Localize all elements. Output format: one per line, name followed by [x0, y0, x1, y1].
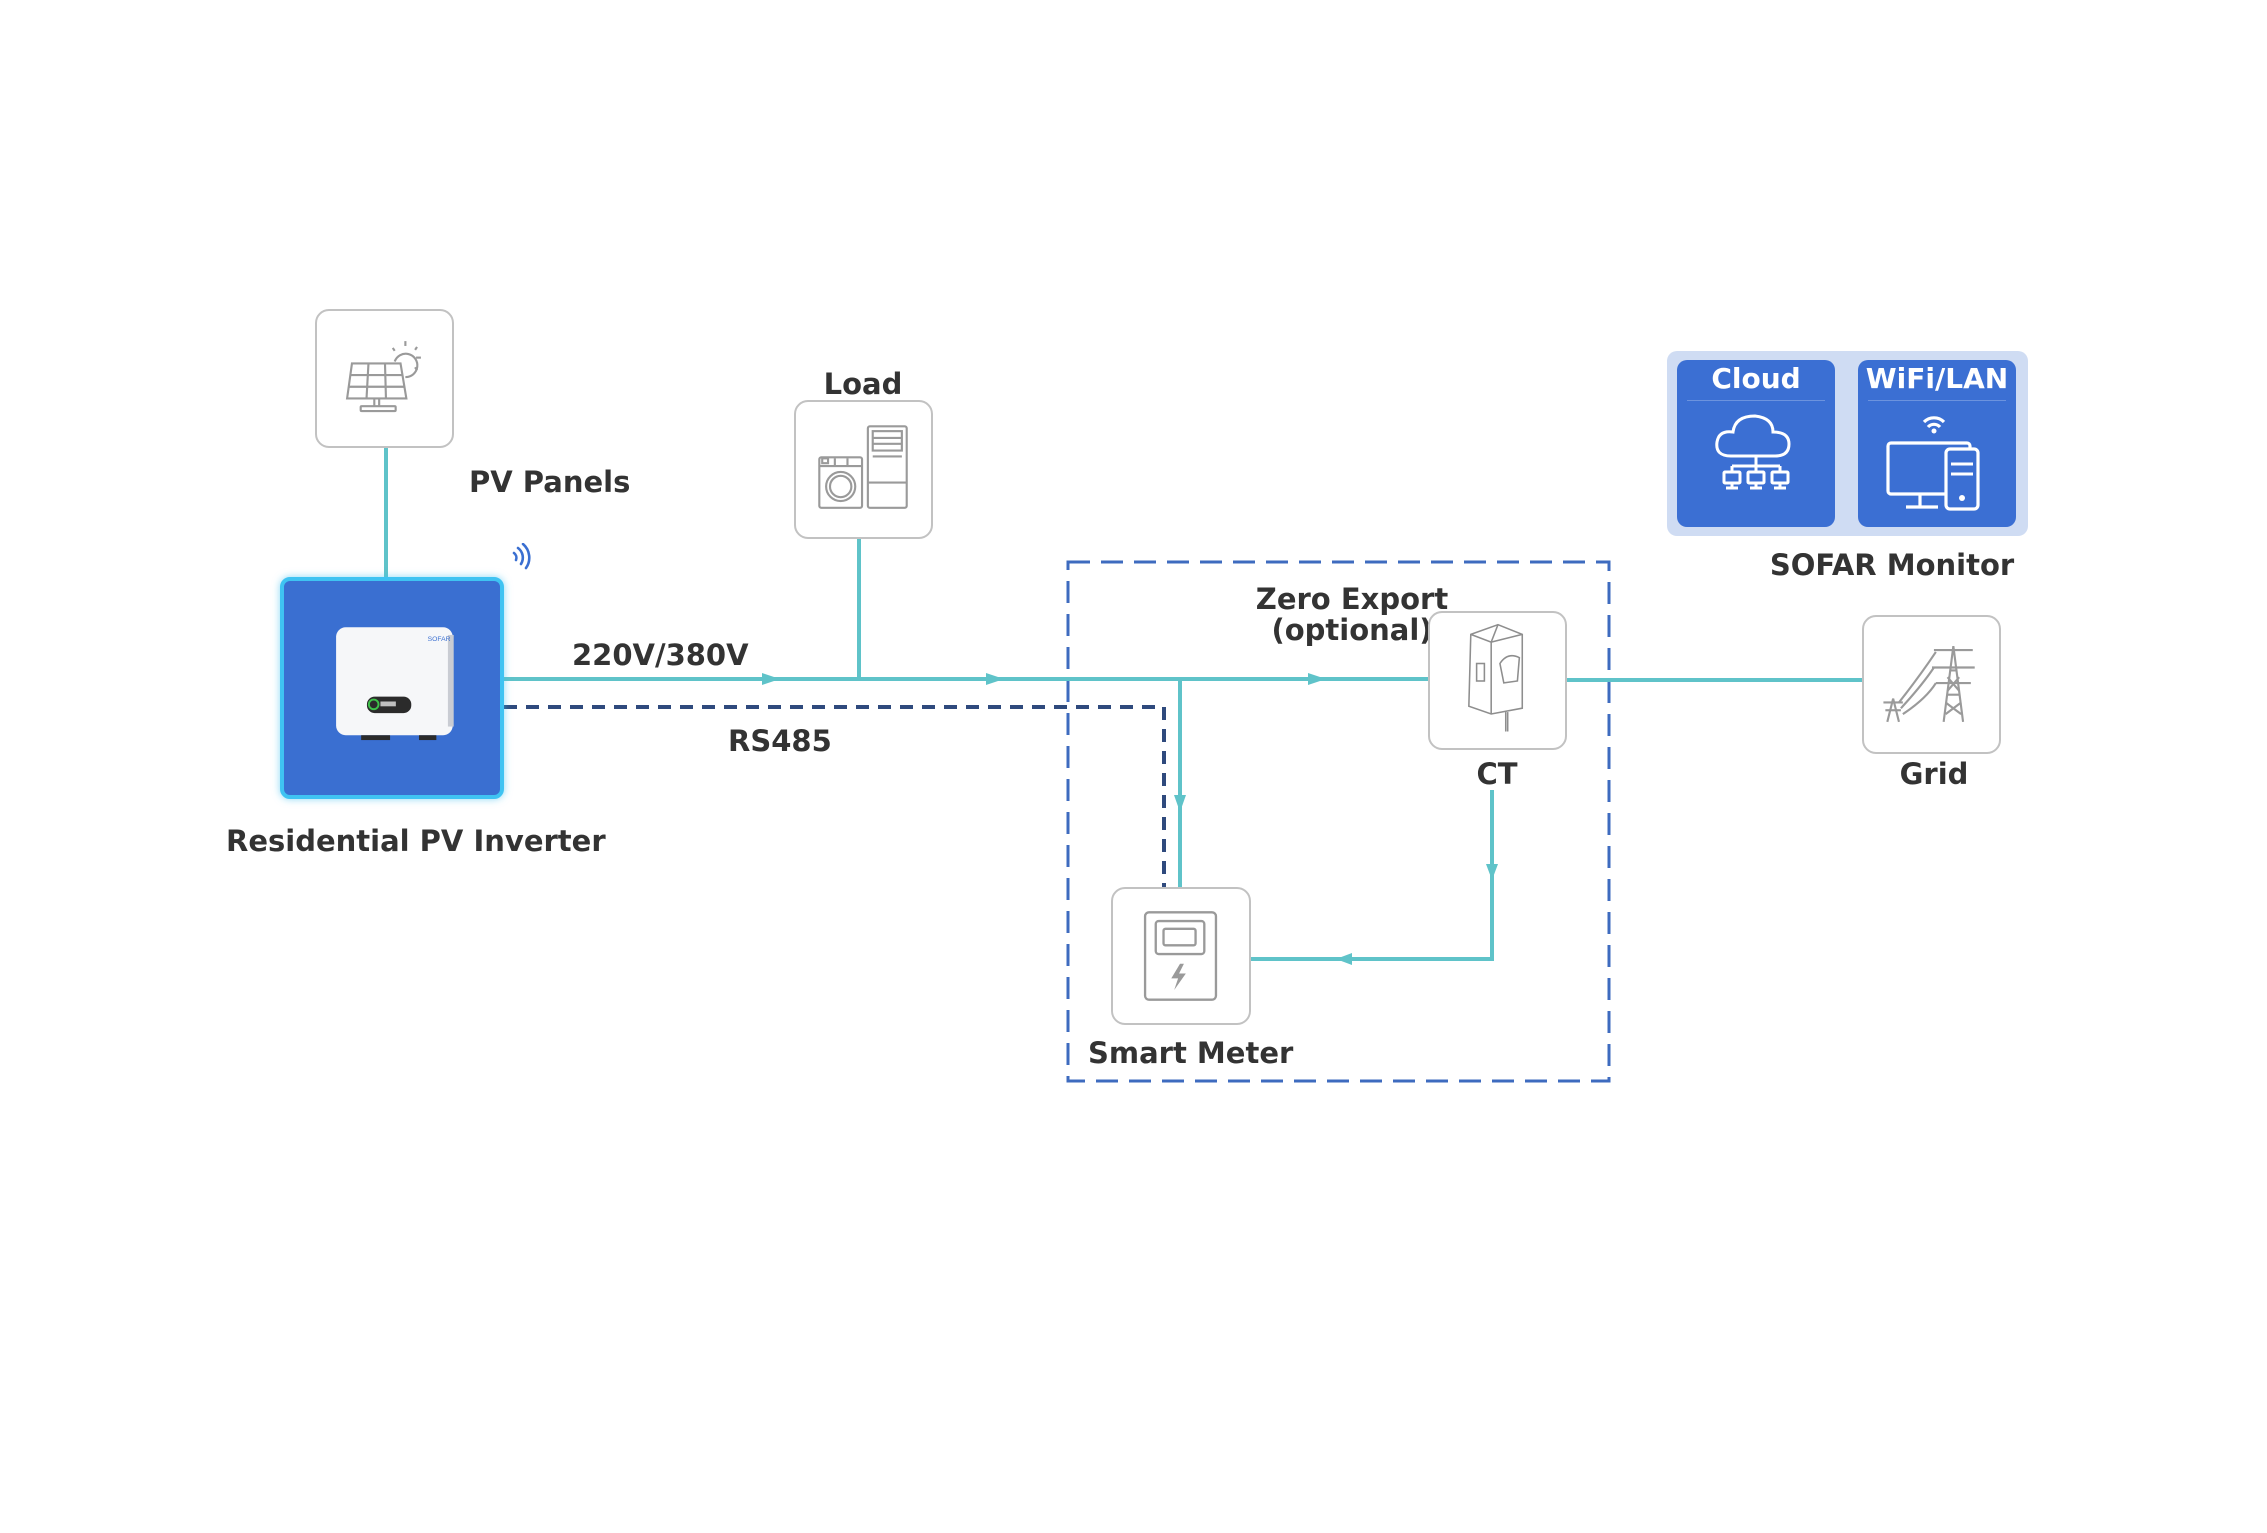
sofar-monitor-label: SOFAR Monitor: [1769, 548, 2015, 582]
inverter-brand: SOFAR: [428, 636, 451, 643]
grid-node[interactable]: [1862, 615, 2001, 754]
inverter-icon: SOFAR: [336, 627, 454, 741]
zero-export-subtitle: (optional): [1271, 612, 1433, 647]
appliances-icon: [818, 425, 908, 509]
wifi-signal-icon: [512, 543, 531, 570]
inverter-label: Residential PV Inverter: [226, 824, 606, 858]
wifi-lan-card-title: WiFi/LAN: [1865, 362, 2009, 395]
ct-arrow-down: [1486, 864, 1498, 880]
load-node[interactable]: [794, 400, 933, 539]
residential-pv-inverter-node[interactable]: SOFAR: [280, 577, 504, 799]
ct-arrow-left: [1336, 953, 1352, 965]
zero-export-label: Zero Export (optional): [1256, 582, 1448, 648]
grid-label: Grid: [1899, 757, 1969, 791]
ac-voltage-label: 220V/380V: [572, 638, 749, 672]
cloud-card[interactable]: Cloud: [1677, 360, 1835, 527]
ac-arrow-1: [762, 673, 780, 685]
transmission-tower-icon: [1883, 646, 1975, 723]
ac-arrow-2: [986, 673, 1004, 685]
rs485-line: [504, 705, 1166, 887]
ac-arrow-3: [1308, 673, 1326, 685]
cloud-network-icon: [1715, 414, 1791, 490]
ct-node[interactable]: [1428, 611, 1567, 750]
computer-phone-icon: [1886, 416, 1980, 511]
pv-panels-label: PV Panels: [469, 465, 631, 499]
cloud-card-divider: [1687, 400, 1825, 401]
current-transformer-icon: [1468, 623, 1524, 732]
ct-to-meter-line: [1251, 790, 1494, 961]
smart-meter-node[interactable]: [1111, 887, 1251, 1025]
zero-export-title: Zero Export: [1255, 582, 1449, 616]
pv-panels-node[interactable]: [315, 309, 454, 448]
meter-arrow-down: [1174, 795, 1186, 812]
wifi-lan-card-divider: [1868, 400, 2006, 401]
solar-panel-icon: [345, 341, 421, 413]
smart-meter-label: Smart Meter: [1088, 1036, 1294, 1070]
sofar-monitor-panel: Cloud WiFi/LAN: [1667, 351, 2028, 536]
ct-label: CT: [1476, 757, 1518, 791]
cloud-card-title: Cloud: [1711, 362, 1801, 395]
meter-icon: [1143, 911, 1218, 1001]
wifi-lan-card[interactable]: WiFi/LAN: [1858, 360, 2016, 527]
load-label: Load: [823, 367, 903, 401]
rs485-label: RS485: [728, 724, 832, 758]
zero-export-zone: [1066, 560, 1611, 1083]
